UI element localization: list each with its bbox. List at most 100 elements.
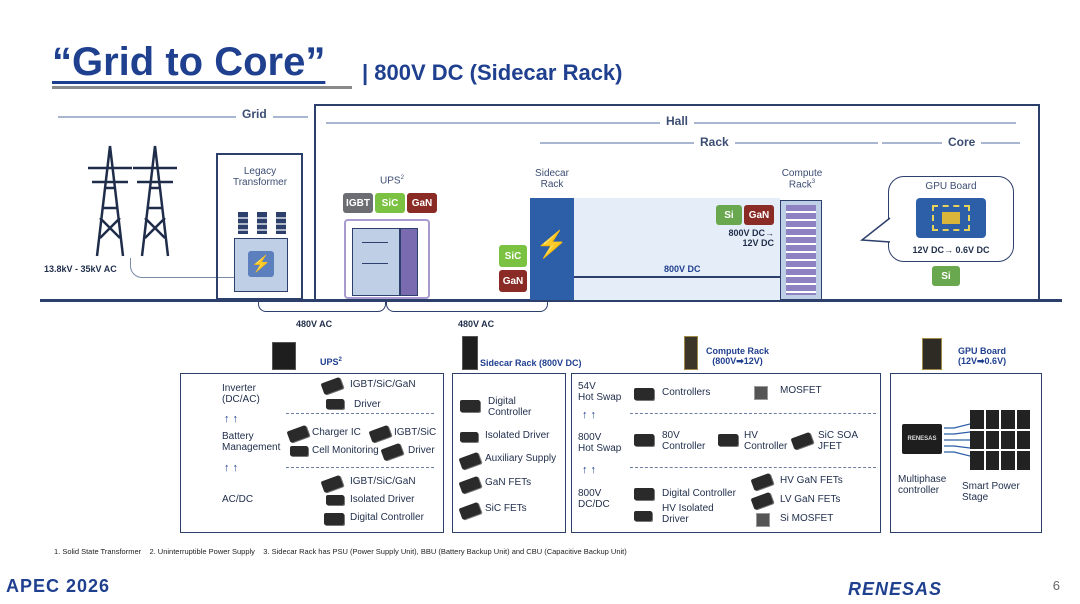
- compute-item-mosfet: MOSFET: [780, 385, 822, 396]
- chip-icon: [634, 388, 654, 400]
- ups-badge-gan: GaN: [407, 193, 437, 213]
- grid-line: [58, 116, 308, 118]
- page-number: 6: [1052, 578, 1060, 593]
- zone-grid-label: Grid: [236, 107, 273, 121]
- legacy-transformer-frame: [216, 153, 303, 300]
- compute-item-sic-soa-jfet: SiC SOA JFET: [818, 430, 859, 452]
- chip-icon: [634, 511, 652, 521]
- ups-item-igbt-sic: IGBT/SiC: [394, 427, 437, 438]
- sidecar-item-digital-controller: Digital Controller: [488, 396, 532, 418]
- transmission-tower-icon: [88, 145, 177, 257]
- bus-800v-label: 800V DC: [664, 264, 701, 274]
- compute-row-dcdc-label: 800V DC/DC: [578, 488, 610, 510]
- compute-panel: [571, 373, 881, 533]
- gpu-item-smart-power-stage: Smart Power Stage: [962, 481, 1020, 503]
- sidecar-item-isolated-driver: Isolated Driver: [485, 430, 550, 441]
- bus-800v-line: [574, 276, 780, 278]
- compute-divider-2: [630, 467, 876, 468]
- ups-row-battery-label: Battery Management: [222, 431, 281, 453]
- compute-arrow-2: ↑ ↑: [582, 464, 597, 476]
- chip-icon: [326, 399, 344, 409]
- compute-arrow-1: ↑ ↑: [582, 409, 597, 421]
- chip-icon: [634, 488, 654, 500]
- gpu-board-label: GPU Board: [925, 181, 977, 192]
- ups-item-igbt-sic-gan-2: IGBT/SiC/GaN: [350, 476, 416, 487]
- ups-divider-1: [286, 413, 434, 414]
- ups-vents: [362, 242, 388, 264]
- sidecar-item-gan-fets: GaN FETs: [485, 477, 532, 488]
- multiphase-chip-icon: RENESAS: [902, 424, 942, 454]
- ac-480-right-label: 480V AC: [458, 319, 495, 329]
- ups-item-digital-controller: Digital Controller: [350, 512, 424, 523]
- ups-badge-igbt: IGBT: [343, 193, 373, 213]
- ups-item-igbt-sic-gan: IGBT/SiC/GaN: [350, 379, 416, 390]
- compute-item-hv-gan-fets: HV GaN FETs: [780, 475, 843, 486]
- compute-row-54v-label: 54V Hot Swap: [578, 381, 622, 403]
- compute-item-digital-controller: Digital Controller: [662, 488, 736, 499]
- compute-divider-1: [630, 413, 876, 414]
- ups-arrow-1: ↑ ↑: [224, 413, 239, 425]
- hall-frame: [314, 104, 1040, 300]
- sidecar-panel-header: Sidecar Rack (800V DC): [480, 358, 582, 368]
- compute-item-80v-controller: 80V Controller: [662, 430, 706, 452]
- chip-icon: [460, 432, 478, 442]
- gpu-item-multiphase-controller: Multiphase controller: [898, 474, 947, 496]
- compute-badge-gan: GaN: [744, 205, 774, 225]
- ups-panel-icon: [272, 342, 296, 370]
- compute-badge-si: Si: [716, 205, 742, 225]
- footnote: 1. Solid State Transformer 2. Uninterrup…: [54, 547, 627, 556]
- sidecar-item-auxiliary-supply: Auxiliary Supply: [485, 453, 557, 464]
- chip-icon: [290, 446, 308, 456]
- zone-hall-label: Hall: [660, 114, 695, 128]
- gpu-bubble-pointer: [860, 217, 891, 243]
- chip-icon: [460, 400, 480, 412]
- sidecar-rack-unit: [530, 198, 574, 300]
- compute-conversion-label: 800V DC→ 12V DC: [728, 228, 774, 248]
- compute-item-hv-isolated-driver: HV Isolated Driver: [662, 503, 714, 525]
- mosfet-icon: [754, 386, 768, 400]
- gpu-conversion-label: 12V DC→ 0.6V DC: [912, 245, 990, 255]
- grid-feed-line: [130, 258, 242, 278]
- page-title: “Grid to Core”: [52, 40, 326, 84]
- ups-item-isolated-driver: Isolated Driver: [350, 494, 415, 505]
- ups-panel-header: UPS2: [320, 357, 342, 367]
- ac-480-left-label: 480V AC: [296, 319, 333, 329]
- compute-item-lv-gan-fets: LV GaN FETs: [780, 494, 841, 505]
- sidecar-badge-gan: GaN: [499, 270, 527, 292]
- ac-connector-right: [386, 300, 548, 312]
- ups-divider-2: [286, 467, 434, 468]
- ups-row-inverter-label: Inverter (DC/AC): [222, 383, 260, 405]
- compute-item-hv-controller: HV Controller: [744, 430, 788, 452]
- compute-row-800v-hotswap-label: 800V Hot Swap: [578, 432, 622, 454]
- grid-voltage-label: 13.8kV - 35kV AC: [44, 264, 117, 274]
- sidecar-item-sic-fets: SiC FETs: [485, 503, 527, 514]
- compute-rack-label: Compute Rack3: [781, 168, 823, 191]
- ups-row-acdc-label: AC/DC: [222, 494, 254, 505]
- ups-item-charger-ic: Charger IC: [312, 427, 361, 438]
- connection-lines-icon: [944, 423, 970, 457]
- ups-item-cell-monitoring: Cell Monitoring: [312, 445, 379, 456]
- transformer-coils-icon: [238, 212, 286, 234]
- ups-badge-sic: SiC: [375, 193, 405, 213]
- chip-icon: [718, 434, 738, 446]
- ups-item-driver: Driver: [354, 399, 381, 410]
- sidecar-badge-sic: SiC: [499, 245, 527, 267]
- gpu-panel-header: GPU Board (12V➡0.6V): [958, 346, 1007, 366]
- gpu-badge-si: Si: [932, 266, 960, 286]
- legacy-transformer-label: Legacy Transformer: [232, 166, 288, 188]
- mosfet-icon: [756, 513, 770, 527]
- ups-label: UPS2: [380, 175, 404, 187]
- ups-item-driver-2: Driver: [408, 445, 435, 456]
- ups-cabinet: [352, 228, 400, 296]
- page-subtitle: | 800V DC (Sidecar Rack): [362, 60, 623, 85]
- chip-icon: [324, 513, 344, 525]
- ac-connector-left: [258, 300, 386, 312]
- transformer-bolt-icon: ⚡: [248, 251, 274, 277]
- gpu-panel-icon: [922, 338, 942, 370]
- chip-icon: [326, 495, 344, 505]
- compute-rack-unit: [780, 200, 822, 300]
- smart-power-stage-array: [970, 410, 1030, 470]
- sidecar-bolt-icon: ⚡: [535, 228, 569, 259]
- zone-rack-label: Rack: [694, 135, 735, 149]
- sidecar-panel-icon: [462, 336, 478, 370]
